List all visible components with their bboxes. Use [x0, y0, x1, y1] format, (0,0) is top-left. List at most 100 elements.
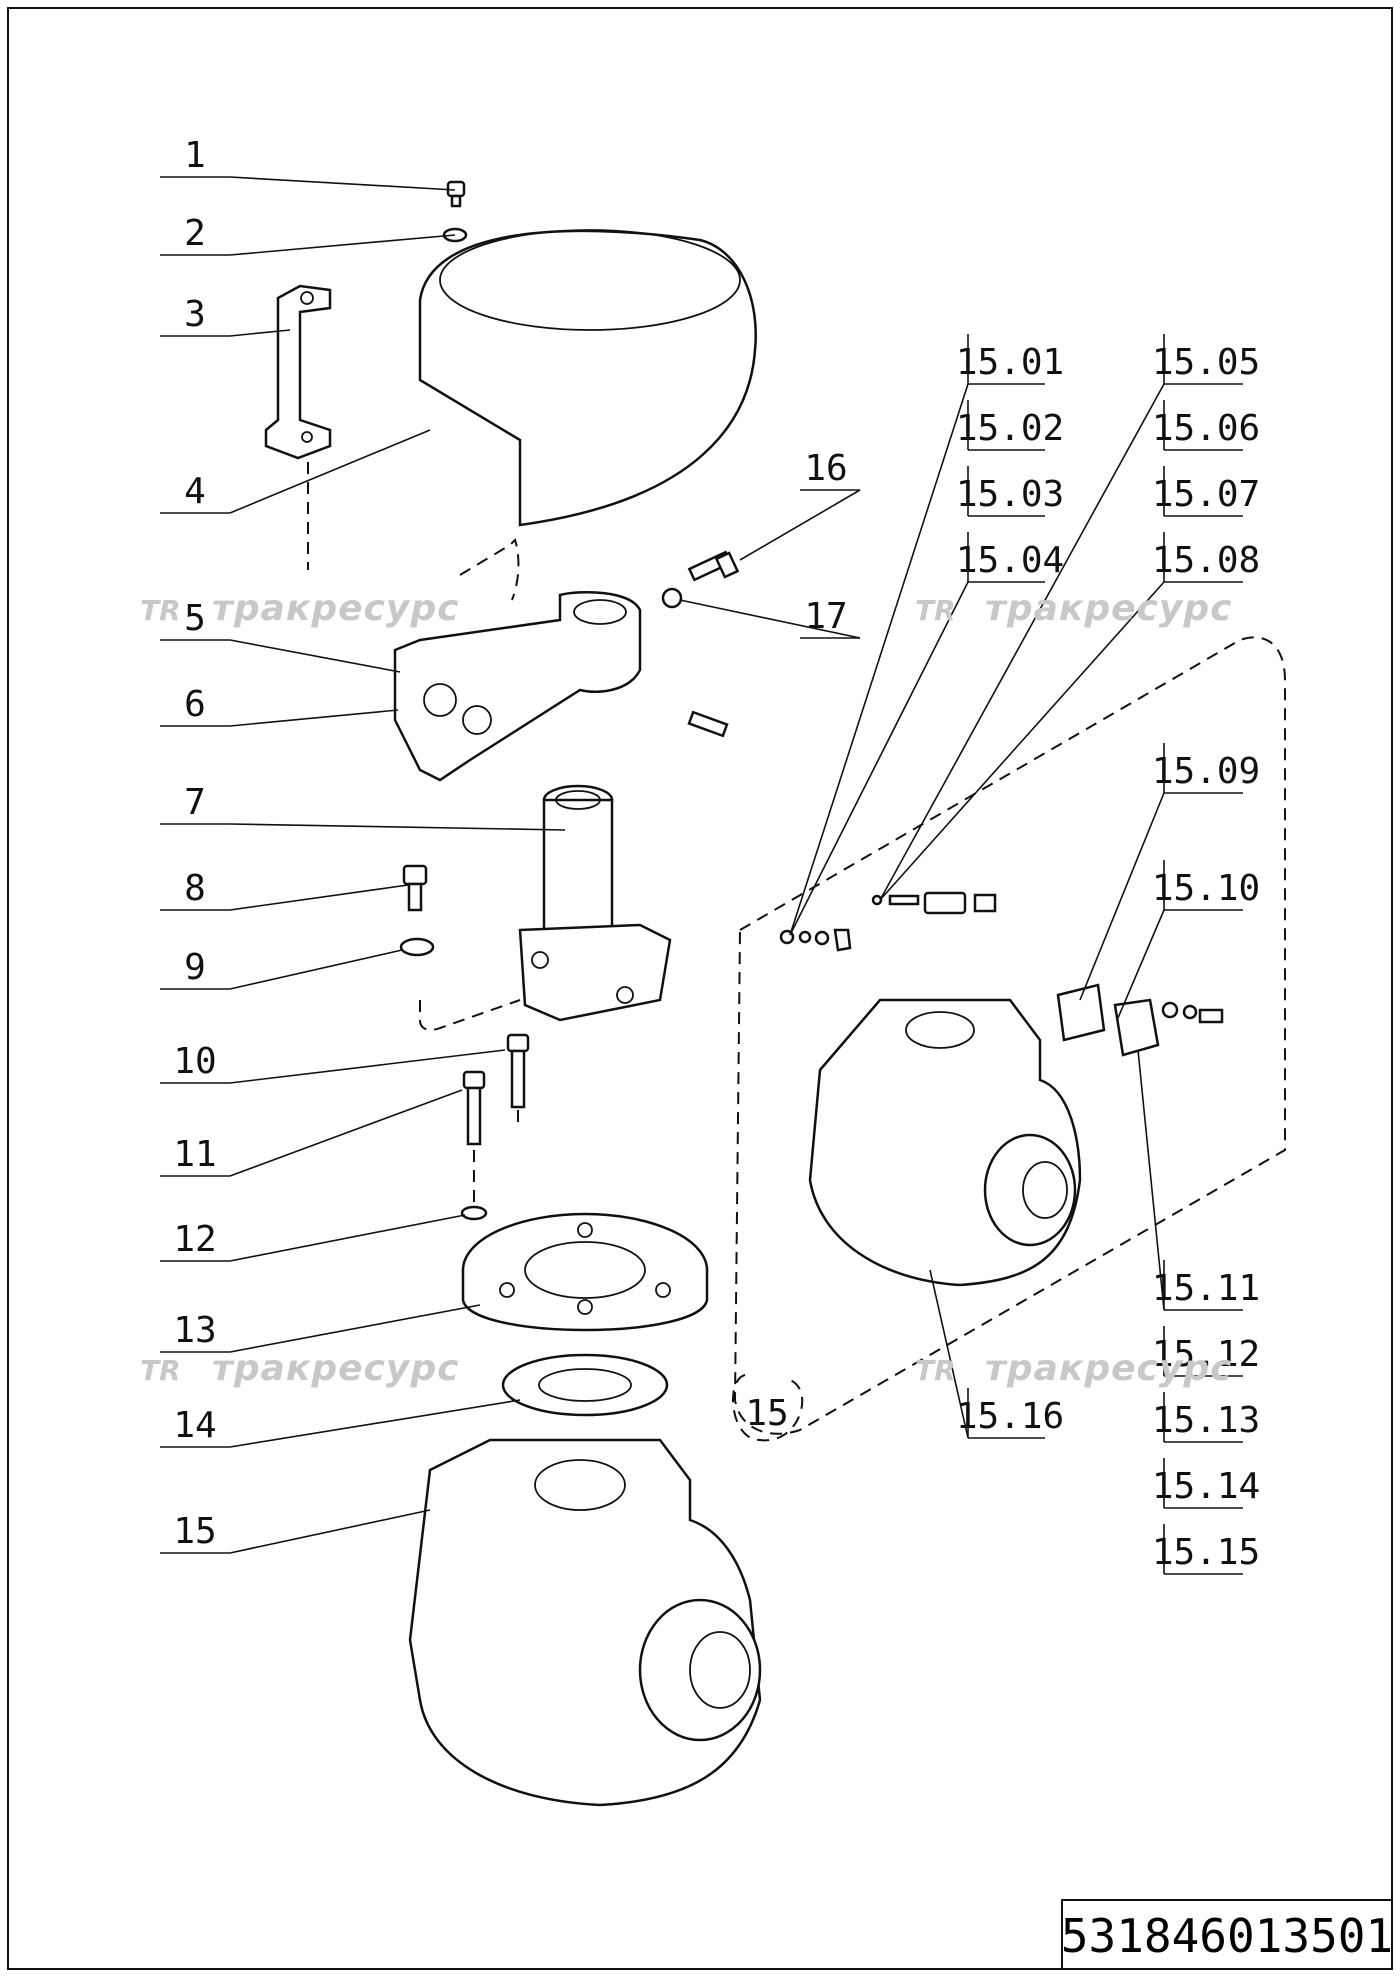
callout-label: 8: [184, 868, 206, 909]
part-15-05-sensor: [871, 891, 997, 915]
part-number: 531846013501: [1061, 1909, 1393, 1963]
callout-15-15: 15.15: [1152, 1524, 1260, 1575]
callout-leader: [229, 1214, 466, 1262]
callout-13: 13: [160, 1304, 481, 1353]
watermark-bottom-right: TR тракресурс: [915, 1348, 1232, 1389]
callout-15-13: 15.13: [1152, 1392, 1260, 1443]
svg-text:тракресурс: тракресурс: [212, 1348, 459, 1389]
part-7-outline: [459, 538, 520, 601]
callout-label: 11: [173, 1134, 216, 1175]
callout-leader: [1137, 1049, 1165, 1311]
callout-label: 9: [184, 947, 206, 988]
part-15-12-fasteners: [1161, 1001, 1224, 1024]
callout-leader: [229, 176, 456, 191]
callout-leader: [1117, 909, 1165, 1019]
callout-label: 15.05: [1152, 342, 1260, 383]
svg-text:TR: TR: [915, 1354, 956, 1387]
svg-text:тракресурс: тракресурс: [985, 588, 1232, 629]
callout-label: 12: [173, 1219, 216, 1260]
part-15-11-block: [1113, 998, 1160, 1057]
callout-label: 3: [184, 294, 206, 335]
callout-label: 6: [184, 684, 206, 725]
callout-15-08: 15.08: [879, 532, 1260, 901]
subassembly-tag-bubble: [732, 1374, 804, 1442]
part-15-housing: [408, 1438, 762, 1807]
callout-label: 15.15: [1152, 1532, 1260, 1573]
drawing-frame: [7, 7, 1393, 1970]
callout-12: 12: [160, 1214, 466, 1262]
part-15-01-hardware: [779, 928, 852, 952]
part-17-nut: [661, 587, 683, 609]
callout-leader: [679, 599, 861, 639]
callout-label: 16: [804, 448, 847, 489]
callout-label: 15.03: [956, 474, 1064, 515]
callout-7: 7: [160, 782, 566, 831]
part-12-washer: [460, 1205, 488, 1221]
part-3-bracket: [264, 284, 332, 460]
callout-15: 15: [160, 1509, 431, 1554]
callout-leader: [229, 1304, 481, 1353]
callout-15-12: 15.12: [1152, 1326, 1260, 1377]
part-4-cover: [418, 229, 757, 527]
part-14-shim: [501, 1353, 669, 1417]
callout-15-07: 15.07: [1152, 466, 1260, 517]
callout-label: 15.06: [1152, 408, 1260, 449]
callout-leader: [739, 489, 861, 561]
callout-15-04: 15.04: [789, 532, 1064, 936]
subassembly-callouts: 15.01 15.02 15.03 15.04 15.05 15.06 15.07 15.08…: [789, 334, 1260, 1575]
part-15-09-plate: [1056, 983, 1106, 1042]
callout-leader: [229, 329, 291, 337]
callout-leader: [229, 1399, 521, 1448]
callout-6: 6: [160, 684, 399, 727]
callout-10: 10: [160, 1041, 506, 1084]
callout-leader: [229, 639, 401, 673]
callout-label: 2: [184, 213, 206, 254]
callout-15-06: 15.06: [1152, 400, 1260, 451]
callout-15-11: 15.11: [1137, 1049, 1260, 1311]
callout-3: 3: [160, 294, 291, 337]
callout-5: 5: [160, 598, 401, 673]
svg-text:TR: TR: [915, 594, 956, 627]
part-13-flange: [461, 1212, 709, 1332]
part-10-bolt: [506, 1033, 530, 1109]
callout-leader: [229, 1509, 431, 1554]
callout-4: 4: [160, 429, 431, 514]
watermark-top-right: TR тракресурс: [915, 588, 1232, 629]
callout-15-02: 15.02: [956, 400, 1064, 451]
part-9-washer: [399, 937, 435, 957]
callout-leader: [229, 429, 431, 514]
subassembly-outline: [733, 636, 1286, 1435]
callout-label: 15.14: [1152, 1466, 1260, 1507]
callout-15-16: 15.16: [929, 1269, 1064, 1439]
callout-label: 14: [173, 1405, 216, 1446]
svg-text:тракресурс: тракресурс: [212, 588, 459, 629]
callout-9: 9: [160, 947, 403, 990]
callout-leader: [229, 1049, 506, 1084]
callout-leader: [229, 949, 403, 990]
callout-label: 15.09: [1152, 751, 1260, 792]
callout-2: 2: [160, 213, 456, 256]
callout-leader: [879, 383, 1165, 901]
callout-label: 15.12: [1152, 1334, 1260, 1375]
callout-14: 14: [160, 1399, 521, 1448]
callout-label: 15.13: [1152, 1400, 1260, 1441]
watermark-top-left: TR тракресурс: [140, 588, 459, 629]
callout-label: 10: [173, 1041, 216, 1082]
callout-15-09: 15.09: [1079, 743, 1260, 1001]
part-1-bolt: [446, 180, 466, 208]
callout-8: 8: [160, 868, 409, 911]
callout-leader: [789, 383, 969, 936]
callout-16: 16: [739, 448, 861, 561]
callout-label: 4: [184, 471, 206, 512]
callout-11: 11: [160, 1089, 463, 1177]
part-6-lever: [393, 591, 642, 782]
callout-label: 15.10: [1152, 868, 1260, 909]
callout-label: 1: [184, 135, 206, 176]
callout-label: 15.01: [956, 342, 1064, 383]
callout-label: 15.07: [1152, 474, 1260, 515]
callout-leader: [929, 1269, 969, 1439]
svg-text:тракресурс: тракресурс: [985, 1348, 1232, 1389]
subassembly-housing: [808, 998, 1082, 1287]
